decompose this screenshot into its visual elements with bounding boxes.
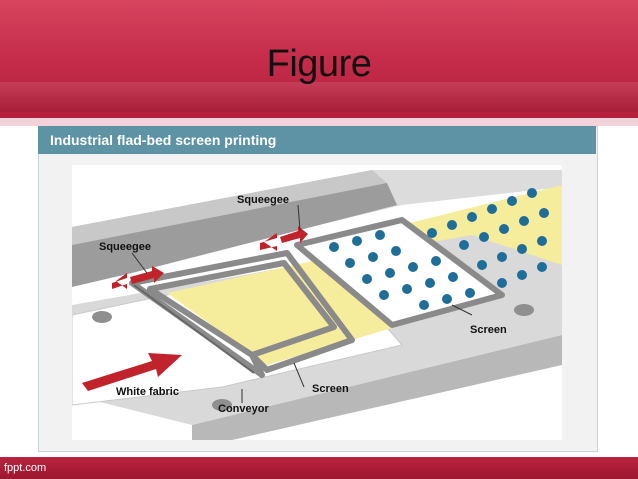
- label-squeegee-top: Squeegee: [237, 194, 289, 206]
- label-white-fabric: White fabric: [116, 386, 179, 398]
- machine-top-edge: [72, 170, 387, 245]
- screen-printing-diagram: Squeegee Squeegee Screen Screen White fa…: [72, 165, 562, 440]
- leader-lines: [131, 204, 473, 403]
- front-squeegee-bar: [133, 284, 255, 374]
- figure-caption: Industrial flad-bed screen printing: [50, 132, 277, 148]
- screen-dots: [329, 230, 475, 310]
- header-divider: [0, 118, 638, 126]
- left-squeegee-arrow-right: [130, 266, 164, 284]
- slide-header: Figure: [0, 0, 638, 118]
- label-screen-right: Screen: [470, 324, 507, 336]
- slide-title: Figure: [266, 43, 372, 85]
- header-band: [0, 82, 638, 112]
- direction-arrows: [82, 226, 308, 391]
- footer-text: fppt.com: [4, 462, 47, 474]
- top-squeegee-arrow-left: [260, 233, 277, 251]
- machine-bed-front: [192, 335, 562, 440]
- label-conveyor: Conveyor: [218, 403, 269, 415]
- top-squeegee-arrow-right: [280, 226, 308, 243]
- machine-rail: [72, 183, 397, 287]
- front-screen-frame: [129, 250, 355, 378]
- fabric-feed-arrow: [82, 353, 182, 391]
- slide-footer: fppt.com: [0, 457, 638, 479]
- conveyor-rollers: [92, 304, 534, 411]
- left-squeegee-arrow-left: [112, 273, 127, 289]
- label-squeegee-left: Squeegee: [99, 241, 151, 253]
- printed-dots: [427, 188, 549, 288]
- figure-caption-bar: Industrial flad-bed screen printing: [38, 126, 596, 154]
- label-screen-front: Screen: [312, 383, 349, 395]
